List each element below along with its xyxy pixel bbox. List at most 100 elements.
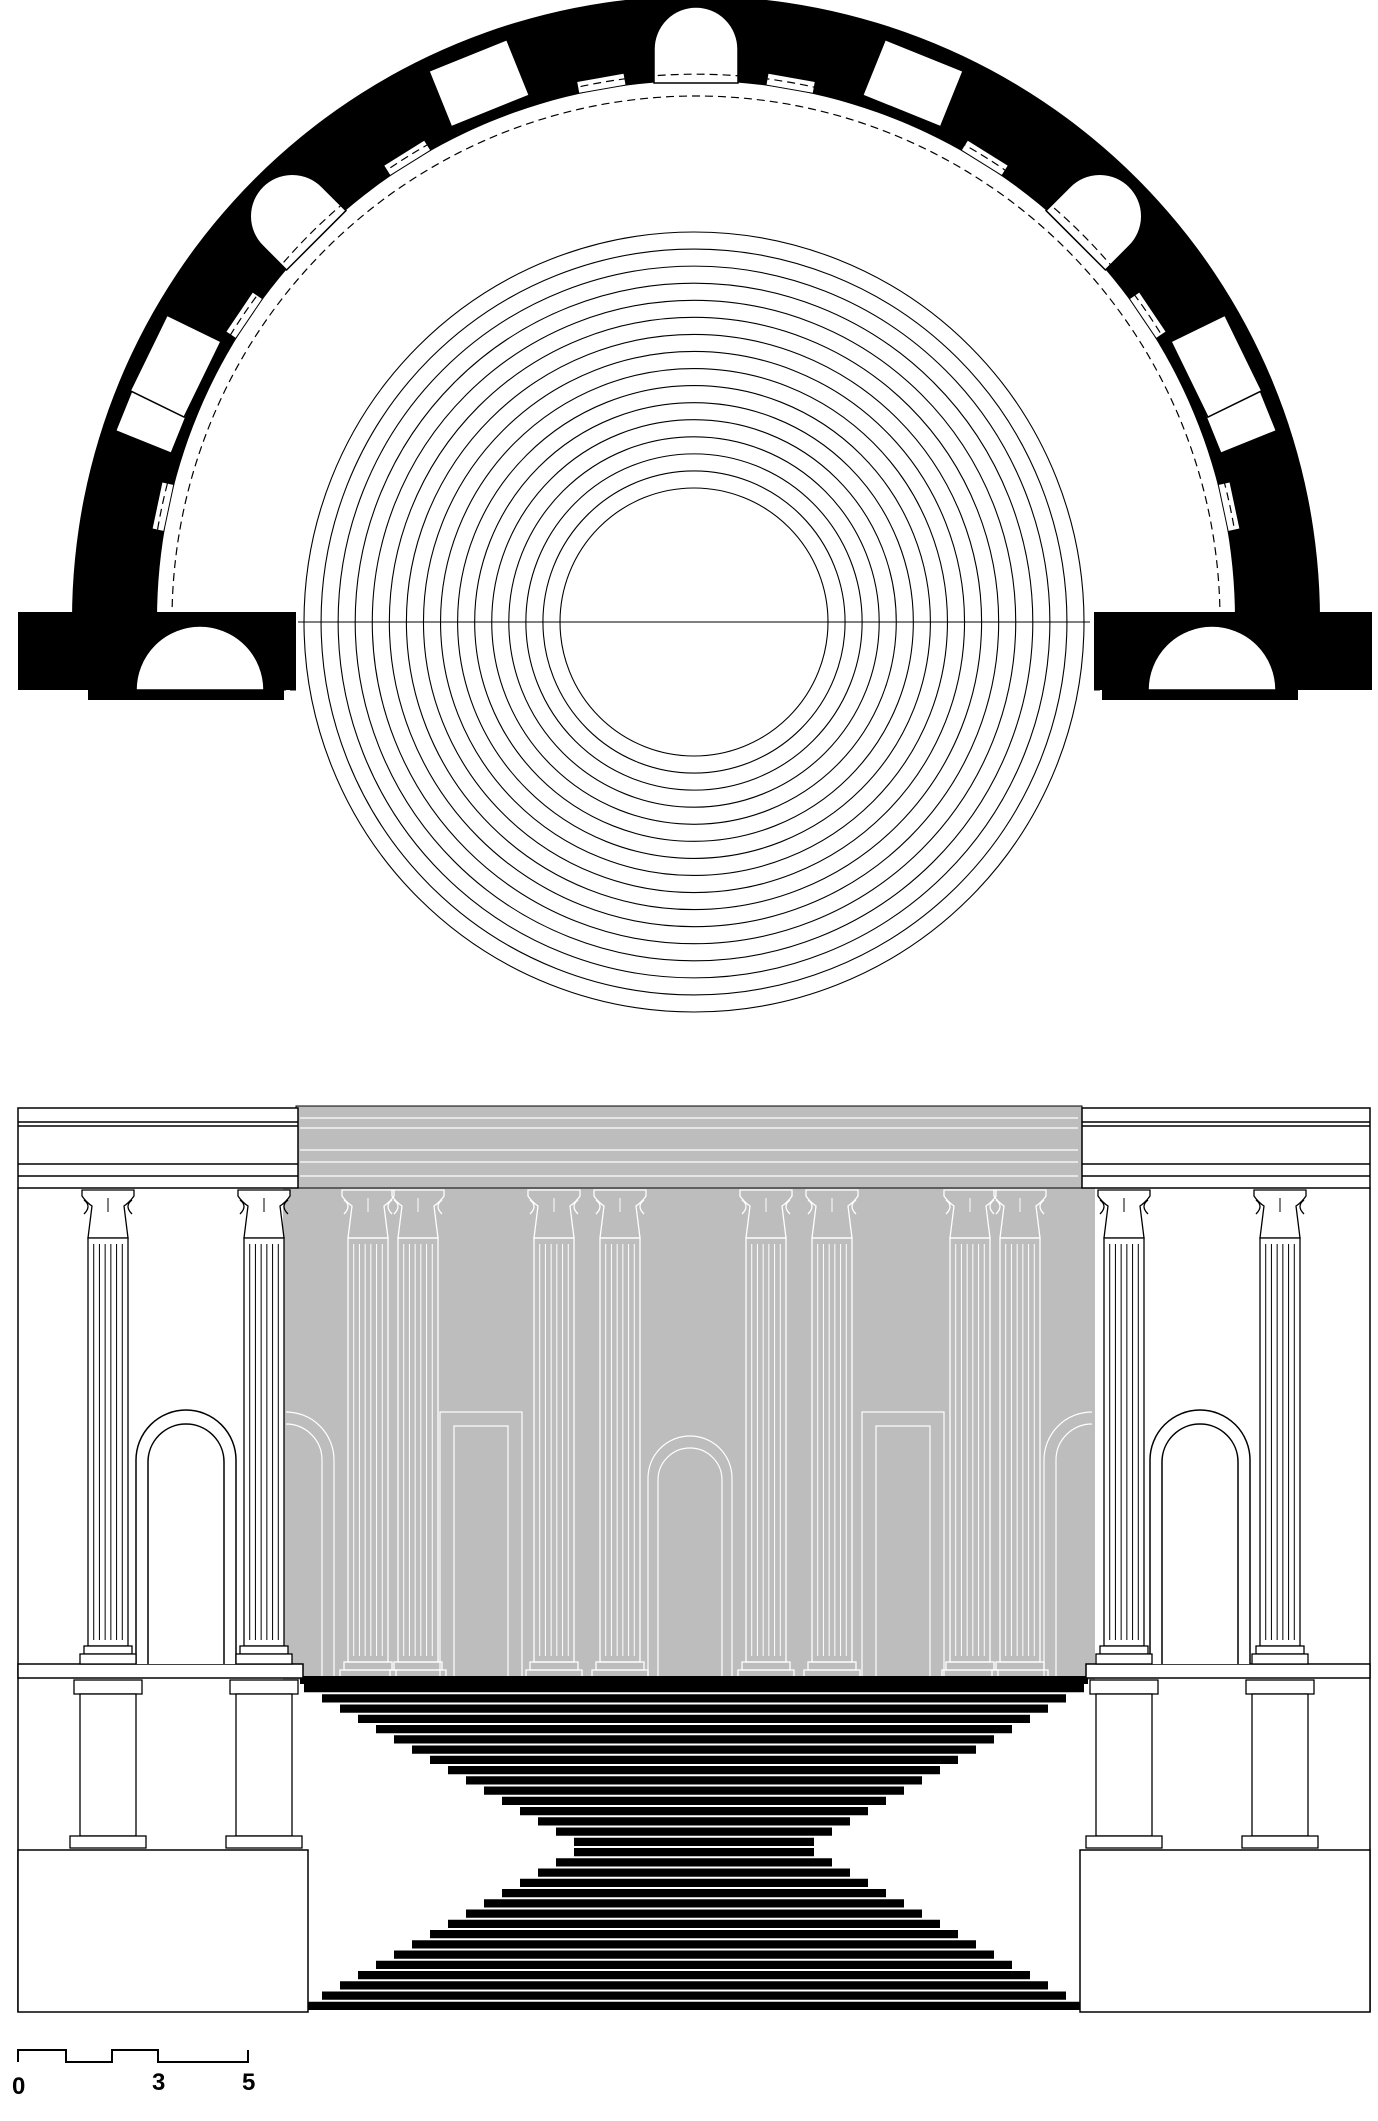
right-side-structure (1079, 1107, 1371, 2013)
front-column (1095, 1189, 1153, 1665)
niche-shape (129, 314, 222, 419)
rear-column (803, 1189, 861, 1681)
rear-column (737, 1189, 795, 1681)
plan-dashed-line-outer (149, 73, 1243, 621)
stair-step (502, 1889, 886, 1898)
scale-bar-line (17, 2049, 249, 2063)
pedestal-die (1095, 1693, 1153, 1837)
rear-column (991, 1189, 1049, 1681)
plan-outer-wall (72, 0, 1320, 620)
stair-step (574, 1848, 814, 1857)
rear-column (389, 1189, 447, 1681)
capital-volute (945, 1199, 995, 1215)
column-base-torus (83, 1645, 133, 1655)
rear-columns (339, 1189, 1049, 1681)
capital-volute (1255, 1199, 1305, 1215)
stair-step (556, 1858, 832, 1867)
column-capital (81, 1189, 135, 1239)
capital-volute (529, 1199, 579, 1215)
pedestal-cap (229, 1679, 299, 1695)
semicircular-niche (653, 6, 739, 84)
stair-steps (300, 1676, 1088, 2010)
stair-step (538, 1817, 850, 1826)
column-base-plinth (79, 1653, 137, 1665)
stair-step (304, 1684, 1084, 1693)
plan-dashed-line-inner (171, 95, 1221, 621)
pedestal-die (1251, 1693, 1309, 1837)
semicircular-niche (1044, 173, 1143, 272)
semicircular-niche (249, 173, 348, 272)
stair-step (376, 1725, 1012, 1734)
pedestal-base (225, 1835, 303, 1849)
stair-step (448, 1919, 940, 1928)
pedestal (1085, 1679, 1163, 1849)
niche-shape (427, 38, 531, 128)
front-column (1251, 1189, 1309, 1665)
stair-top-slab (300, 1676, 1088, 1684)
stair-step (520, 1878, 868, 1887)
stair-step (340, 1981, 1048, 1990)
recess-shape (151, 481, 175, 533)
column-shaft (243, 1237, 285, 1647)
capital-volute (741, 1199, 791, 1215)
column-base-plinth (1251, 1653, 1309, 1665)
stair-step (484, 1786, 904, 1795)
left-side-structure (17, 1107, 309, 2013)
rectangular-niche (1170, 314, 1263, 419)
capital-volute (239, 1199, 289, 1215)
pedestal-base (69, 1835, 147, 1849)
scale-bar: 0 3 5 (12, 2049, 255, 2100)
column-capital (1253, 1189, 1307, 1239)
pedestal-cap (73, 1679, 143, 1695)
rear-wall-cornice-lines (300, 1117, 1078, 1177)
stair-step (322, 1694, 1066, 1703)
niche-shape (653, 6, 739, 84)
stair-step (376, 1960, 1012, 1969)
rectangular-niche (129, 314, 222, 419)
pedestal-die (235, 1693, 293, 1837)
capital-volute (83, 1199, 133, 1215)
stair-step (430, 1930, 958, 1939)
pedestal-die (79, 1693, 137, 1837)
stair-step (394, 1950, 994, 1959)
stair-step (538, 1868, 850, 1877)
pedestal (1241, 1679, 1319, 1849)
column-base-plinth (235, 1653, 293, 1665)
column-shaft (1259, 1237, 1301, 1647)
pedestal (225, 1679, 303, 1849)
pedestal-cap (1089, 1679, 1159, 1695)
shallow-recess (151, 481, 175, 533)
stair-step (412, 1940, 976, 1949)
plan-right-wing (1094, 612, 1372, 700)
rear-column (591, 1189, 649, 1681)
stair-step (394, 1735, 994, 1744)
column-base-torus (239, 1645, 289, 1655)
stair-step (448, 1766, 940, 1775)
pedestal (69, 1679, 147, 1849)
stair-step (340, 1704, 1048, 1713)
scale-label-3: 3 (152, 2069, 165, 2096)
stair-step (412, 1745, 976, 1754)
pedestal-cap (1245, 1679, 1315, 1695)
scale-label-0: 0 (12, 2073, 25, 2100)
column-base-torus (1255, 1645, 1305, 1655)
stair-step (466, 1909, 922, 1918)
niche-shape (1170, 314, 1263, 419)
front-columns (79, 1189, 1309, 1665)
stair-step (358, 1714, 1030, 1723)
column-base-plinth (1095, 1653, 1153, 1665)
rear-column (339, 1189, 397, 1681)
plan-left-wing (18, 612, 296, 700)
column-capital (237, 1189, 291, 1239)
rear-wall-cornice (295, 1105, 1083, 1189)
stair-step (304, 2001, 1084, 2010)
stair-step (466, 1776, 922, 1785)
plan-view (18, 0, 1372, 1013)
rectangular-niche (861, 38, 965, 128)
capital-volute (1099, 1199, 1149, 1215)
capital-volute (995, 1199, 1045, 1215)
stair-step (502, 1796, 886, 1805)
stair-step (520, 1807, 868, 1816)
capital-volute (595, 1199, 645, 1215)
rear-column (525, 1189, 583, 1681)
